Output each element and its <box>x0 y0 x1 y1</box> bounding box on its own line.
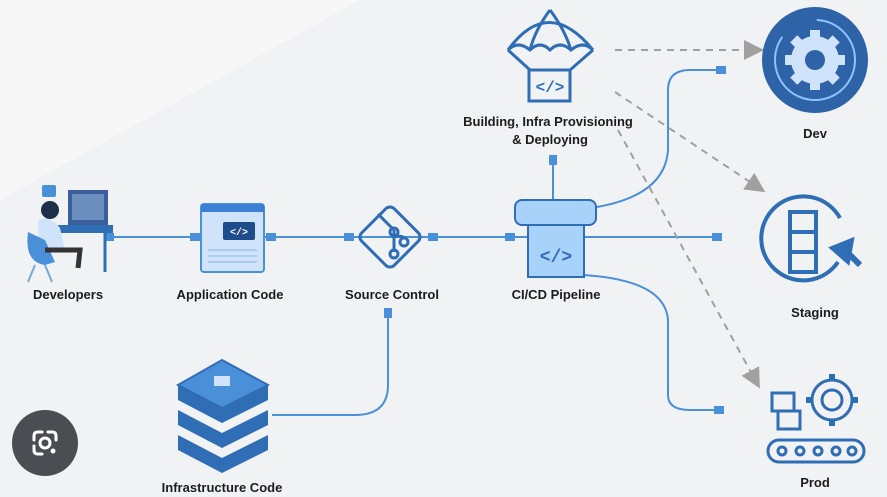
pipeline-to-prod-line <box>582 274 722 411</box>
application-code-icon: </> <box>200 203 265 273</box>
google-lens-button[interactable] <box>12 410 78 476</box>
building-label-line2: & Deploying <box>512 132 588 147</box>
infra-to-source-line <box>272 310 389 416</box>
svg-text:</>: </> <box>540 248 572 268</box>
cicd-pipeline-label: CI/CD Pipeline <box>511 287 601 302</box>
developers-label: Developers <box>32 287 104 302</box>
prod-label: Prod <box>800 475 830 490</box>
svg-text:</>: </> <box>536 79 565 97</box>
dev-label: Dev <box>803 126 827 141</box>
pipeline-icon: </> <box>514 199 597 278</box>
building-label-line1: Building, Infra Provisioning <box>463 114 633 129</box>
google-lens-icon <box>32 430 58 456</box>
server-stack-icon <box>175 358 271 473</box>
developer-icon <box>27 185 113 283</box>
parachute-deploy-icon <box>506 9 595 103</box>
deploy-arrows <box>614 40 766 389</box>
staging-label: Staging <box>791 305 839 320</box>
git-icon <box>358 205 422 269</box>
dev-environment-icon <box>762 7 868 113</box>
prod-environment-icon <box>766 374 866 464</box>
source-control-label: Source Control <box>345 287 439 302</box>
staging-environment-icon <box>759 194 863 283</box>
svg-text:</>: </> <box>230 227 248 239</box>
pipeline-to-dev-line <box>596 69 725 208</box>
infrastructure-code-label: Infrastructure Code <box>161 480 283 495</box>
application-code-label: Application Code <box>176 287 284 302</box>
